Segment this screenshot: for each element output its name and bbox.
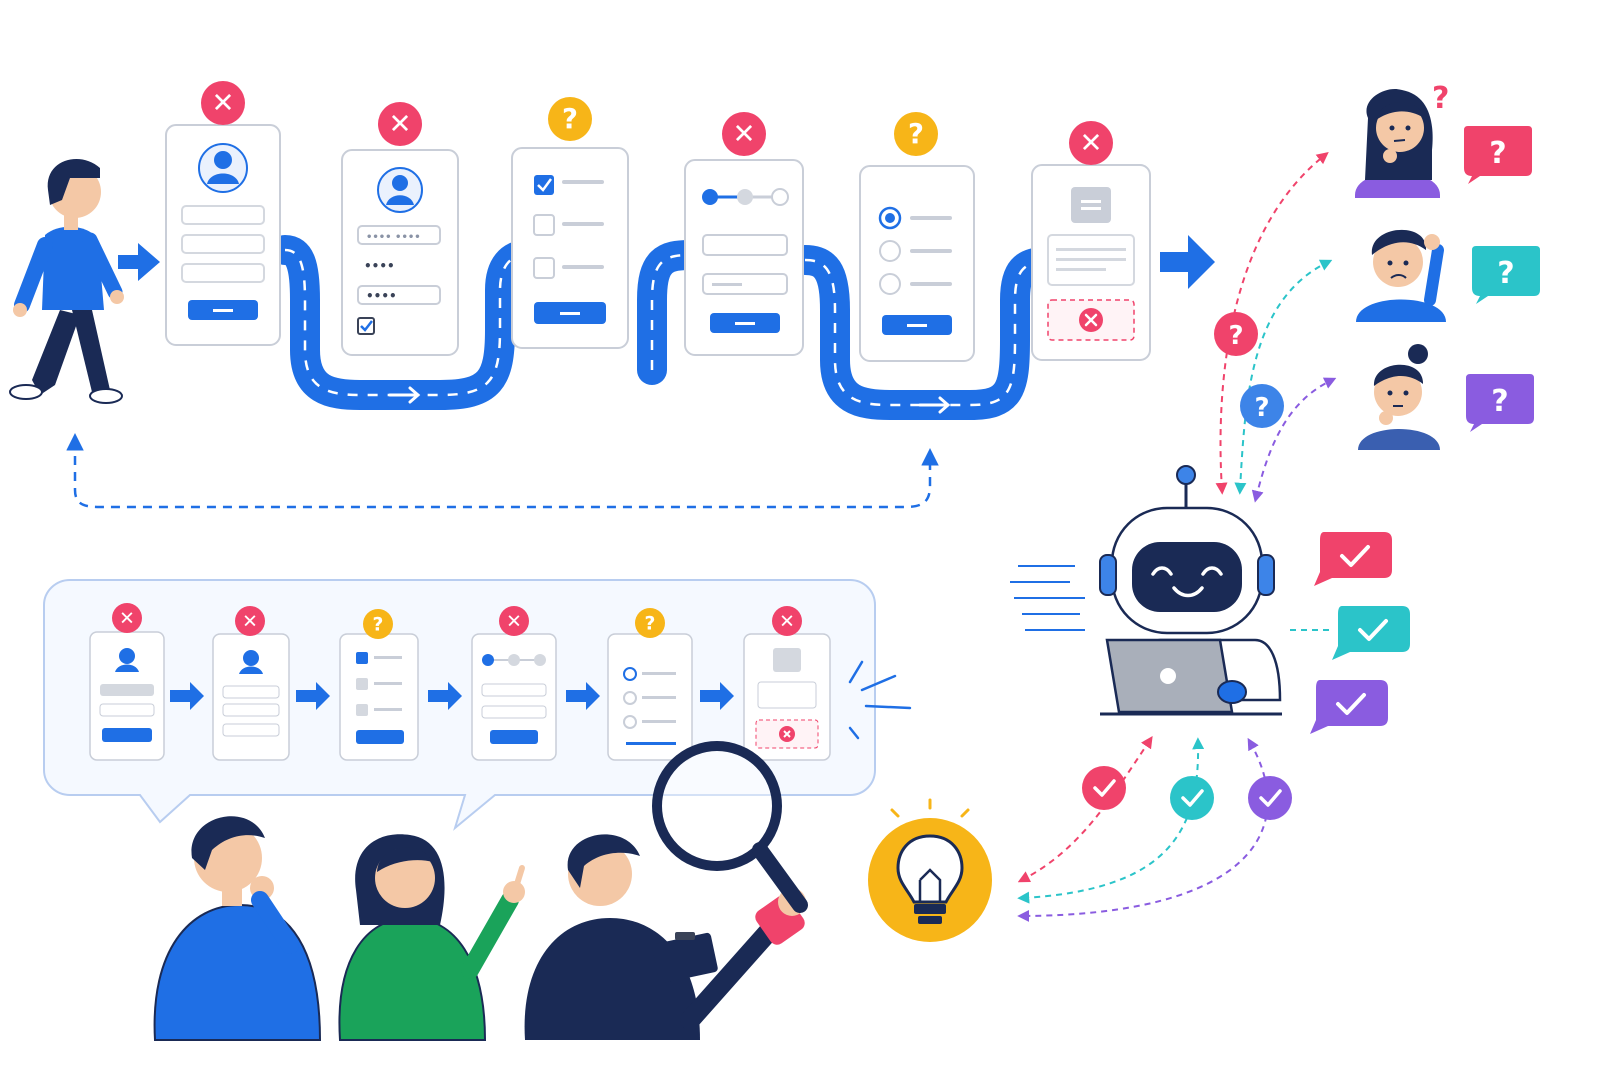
question-icon: ?: [1214, 312, 1258, 356]
question-icon: ?: [1240, 384, 1284, 428]
svg-text:?: ?: [908, 118, 924, 150]
arrow-right-icon: [118, 243, 160, 281]
check-icon: [1082, 766, 1126, 810]
radio-empty[interactable]: [879, 273, 901, 295]
svg-text:✕: ✕: [732, 118, 755, 150]
svg-text:✕: ✕: [506, 611, 522, 632]
checkbox-empty[interactable]: [533, 257, 555, 279]
svg-text:✕: ✕: [388, 108, 411, 140]
mini-journey-flow: ✕ ✕? ✕? ✕: [89, 603, 912, 761]
form-card-profile: [165, 124, 281, 346]
dashed-loop-arrow-icon: [66, 433, 939, 509]
confused-user-3: [1358, 344, 1440, 450]
svg-text:?: ?: [1491, 384, 1508, 419]
mini-card-checklist: [339, 633, 419, 761]
svg-text:?: ?: [1489, 136, 1506, 171]
user-avatar-icon: [198, 143, 248, 193]
svg-text:✕: ✕: [119, 608, 135, 629]
answer-check-bubble: [1332, 606, 1410, 660]
svg-text:?: ?: [373, 614, 384, 635]
svg-text:?: ?: [562, 103, 578, 135]
error-icon: ✕: [201, 81, 245, 125]
svg-text:✕: ✕: [211, 87, 234, 119]
form-card-progress: [684, 159, 804, 356]
form-card-checklist: [511, 147, 629, 349]
svg-text:?: ?: [1432, 81, 1449, 116]
mini-card-radio: [607, 633, 693, 761]
check-icon: [1170, 776, 1214, 820]
user-avatar-icon: [377, 167, 423, 213]
question-icon: ?: [548, 97, 592, 141]
error-icon: ✕: [772, 606, 802, 636]
magnifying-glass-icon: [652, 741, 808, 913]
alert-burst: [848, 660, 912, 740]
lightbulb-icon: [868, 798, 992, 942]
arrow-right-icon: [1160, 235, 1215, 289]
clipboard-icon: [652, 932, 718, 984]
question-bubble: ?: [1466, 374, 1534, 432]
step-status-badges: ✕ ✕? ✕? ✕: [201, 81, 1113, 165]
mini-flow-arrows: [170, 682, 734, 710]
insight-checks: [1082, 766, 1292, 820]
form-card-login: •••• •••• •••• ••••: [341, 149, 459, 356]
checkbox-checked[interactable]: [534, 175, 554, 195]
radio-empty[interactable]: [879, 240, 901, 262]
confused-user-1: ?: [1355, 81, 1449, 198]
mini-card-profile: [89, 631, 165, 761]
svg-text:✕: ✕: [242, 611, 258, 632]
answer-bubbles: [1310, 532, 1410, 734]
answer-check-bubble: [1310, 680, 1388, 734]
error-icon: ✕: [378, 102, 422, 146]
question-icon: ?: [635, 608, 665, 638]
walking-user-icon: [9, 159, 124, 404]
answer-check-bubble: [1314, 532, 1392, 586]
mini-card-login: [212, 633, 290, 761]
svg-text:?: ?: [1228, 321, 1243, 351]
svg-text:?: ?: [1497, 256, 1514, 291]
arrow-right-icon: [296, 682, 330, 710]
svg-text:✕: ✕: [779, 611, 795, 632]
error-icon: ✕: [1069, 121, 1113, 165]
arrow-right-icon: [428, 682, 462, 710]
speed-lines: [1010, 565, 1085, 631]
arrow-right-icon: [700, 682, 734, 710]
mini-card-document: [743, 633, 831, 761]
question-bubble: ?: [1464, 126, 1532, 184]
check-icon: [1248, 776, 1292, 820]
error-icon: [1079, 308, 1103, 332]
arrow-right-icon: [566, 682, 600, 710]
form-card-document: [1031, 164, 1151, 361]
svg-text:?: ?: [1254, 393, 1269, 423]
error-icon: ✕: [499, 606, 529, 636]
svg-text:✕: ✕: [1079, 127, 1102, 159]
ai-assistant-robot-icon: [1010, 465, 1282, 716]
question-icon: ?: [363, 609, 393, 639]
team-member-2: [338, 834, 525, 1041]
error-icon: ✕: [112, 603, 142, 633]
checkbox-checked[interactable]: [357, 317, 375, 335]
mini-card-progress: [471, 633, 557, 761]
arrow-right-icon: [170, 682, 204, 710]
svg-text:•••• ••••: •••• ••••: [366, 232, 421, 243]
error-icon: ✕: [722, 112, 766, 156]
error-icon: ✕: [235, 606, 265, 636]
confused-user-2: [1356, 229, 1446, 322]
svg-text:••••: ••••: [364, 259, 395, 273]
progress-stepper: [702, 188, 789, 206]
svg-text:?: ?: [645, 613, 656, 634]
question-connectors: [1215, 152, 1337, 503]
question-bubbles: ???: [1464, 126, 1540, 432]
svg-text:••••: ••••: [366, 289, 397, 303]
winding-route-icon: [270, 235, 1060, 420]
question-bubble: ?: [1472, 246, 1540, 304]
checkbox-empty[interactable]: [533, 214, 555, 236]
laptop-icon: [1100, 638, 1282, 716]
question-icon: ?: [894, 112, 938, 156]
form-card-radio: [859, 165, 975, 362]
insight-connectors: [1017, 736, 1269, 922]
mini-status-badges: ✕ ✕? ✕? ✕: [112, 603, 802, 639]
team-member-1: [153, 816, 322, 1041]
